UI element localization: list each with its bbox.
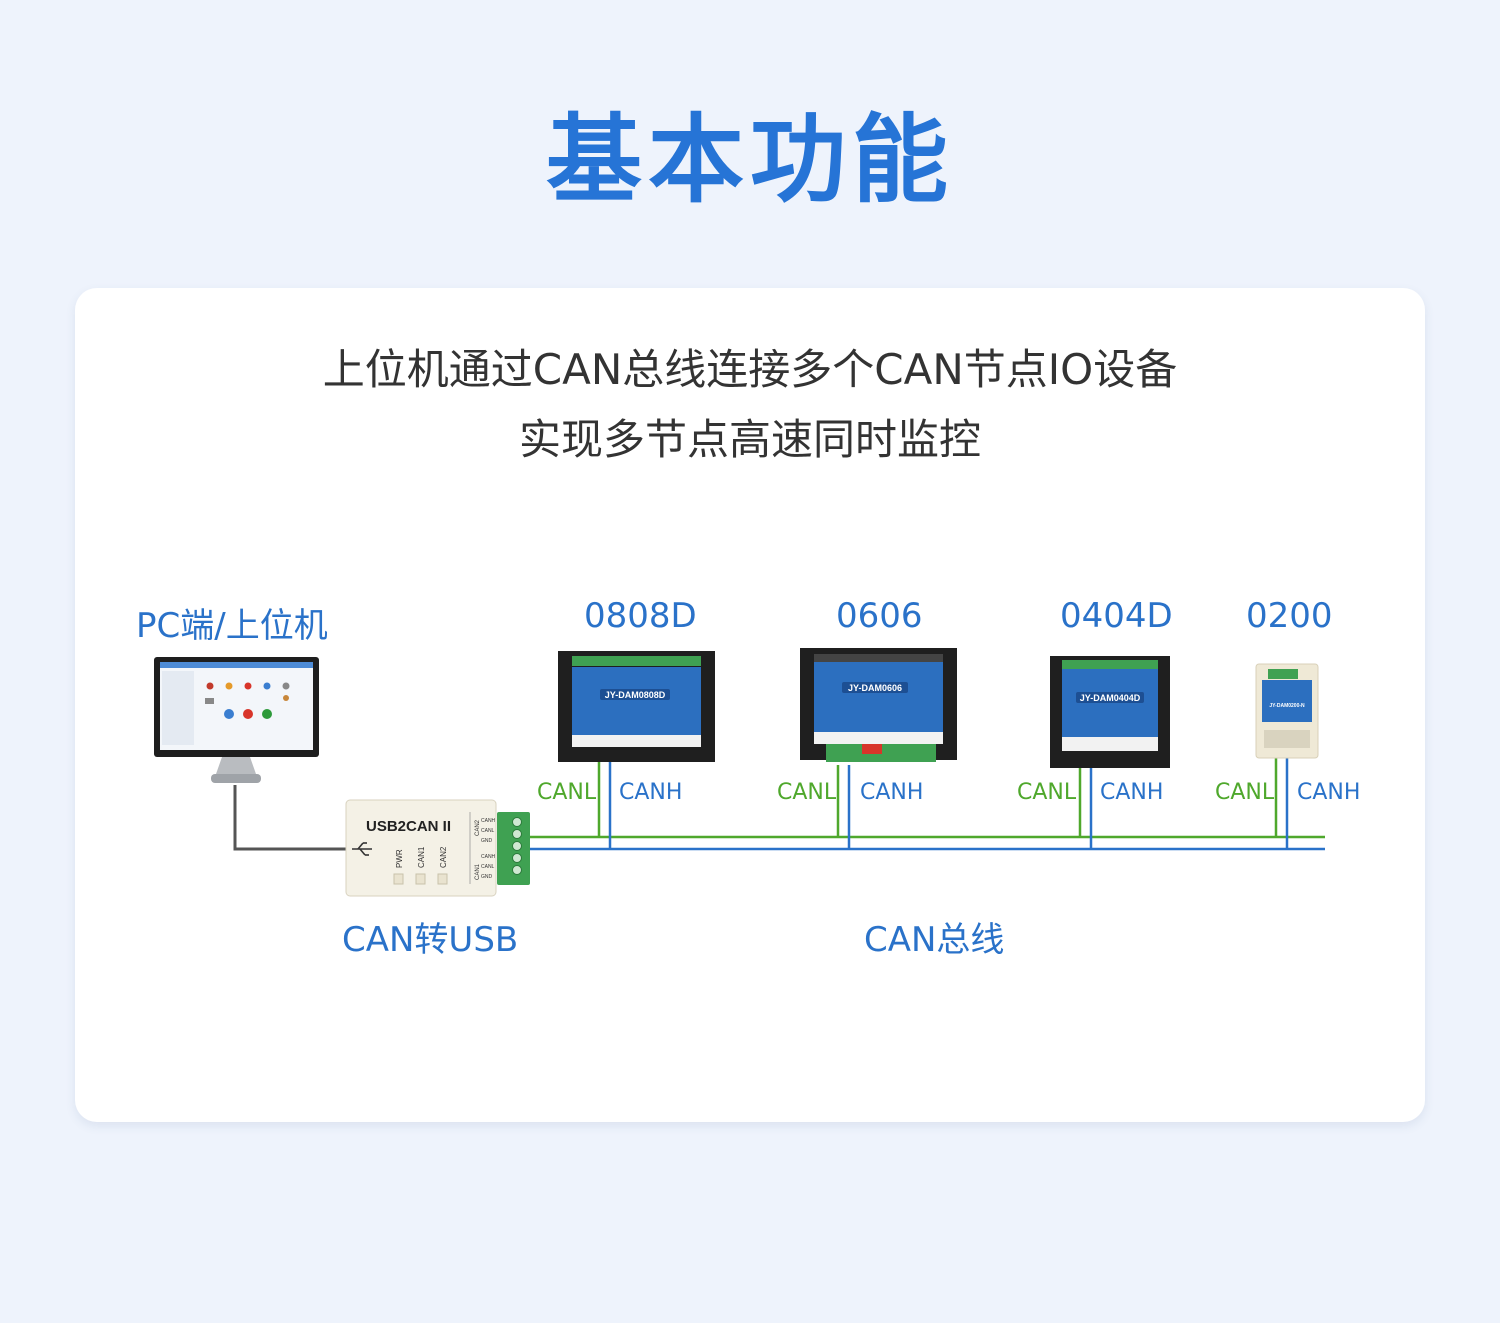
canl-label-0808d: CANL bbox=[537, 780, 597, 805]
led-label-pwr: PWR bbox=[395, 849, 404, 868]
canl-label-0606: CANL bbox=[777, 780, 837, 805]
usb2can-converter: USB2CAN II PWR CAN1 CAN2 CAN2 CAN1 CANH … bbox=[345, 799, 530, 897]
device-model-0404d: JY-DAM0404D bbox=[1080, 693, 1141, 703]
port-bottom-0: CANH bbox=[481, 854, 496, 860]
subtitle-line-1: 上位机通过CAN总线连接多个CAN节点IO设备 bbox=[322, 345, 1178, 394]
node-label-0200: 0200 bbox=[1246, 596, 1333, 636]
port-group-top: CAN2 bbox=[475, 819, 481, 836]
canh-label-0808d: CANH bbox=[619, 780, 683, 805]
port-top-2: GND bbox=[481, 838, 493, 844]
usb-icon bbox=[352, 842, 372, 856]
led-label-can1: CAN1 bbox=[417, 846, 426, 868]
port-top-0: CANH bbox=[481, 818, 496, 824]
pc-label: PC端/上位机 bbox=[136, 606, 328, 646]
canh-label-0200: CANH bbox=[1297, 780, 1361, 805]
page-title: 基本功能 bbox=[546, 104, 954, 216]
device-0606: JY-DAM0606 bbox=[800, 648, 957, 762]
led-label-can2: CAN2 bbox=[439, 846, 448, 868]
node-label-0808d: 0808D bbox=[584, 596, 697, 636]
canh-label-0404d: CANH bbox=[1100, 780, 1164, 805]
port-top-1: CANL bbox=[481, 828, 495, 834]
canl-label-0404d: CANL bbox=[1017, 780, 1077, 805]
device-0200: JY-DAM0200-N bbox=[1255, 663, 1319, 759]
node-label-0606: 0606 bbox=[836, 596, 923, 636]
device-model-0808d: JY-DAM0808D bbox=[605, 690, 666, 700]
port-bottom-2: GND bbox=[481, 874, 493, 880]
pc-monitor bbox=[154, 657, 319, 783]
bus-label: CAN总线 bbox=[864, 920, 1005, 960]
node-label-0404d: 0404D bbox=[1060, 596, 1173, 636]
subtitle-line-2: 实现多节点高速同时监控 bbox=[518, 415, 981, 464]
canh-label-0606: CANH bbox=[860, 780, 924, 805]
device-0808d: JY-DAM0808D bbox=[558, 651, 715, 762]
port-group-bottom: CAN1 bbox=[475, 863, 481, 880]
device-0404d: JY-DAM0404D bbox=[1050, 656, 1170, 768]
usb-cable bbox=[233, 785, 346, 851]
device-model-0200: JY-DAM0200-N bbox=[1269, 703, 1305, 709]
port-bottom-1: CANL bbox=[481, 864, 495, 870]
canl-label-0200: CANL bbox=[1215, 780, 1275, 805]
converter-caption: CAN转USB bbox=[342, 920, 519, 960]
device-model-0606: JY-DAM0606 bbox=[848, 683, 902, 693]
converter-device-name: USB2CAN II bbox=[366, 818, 451, 835]
